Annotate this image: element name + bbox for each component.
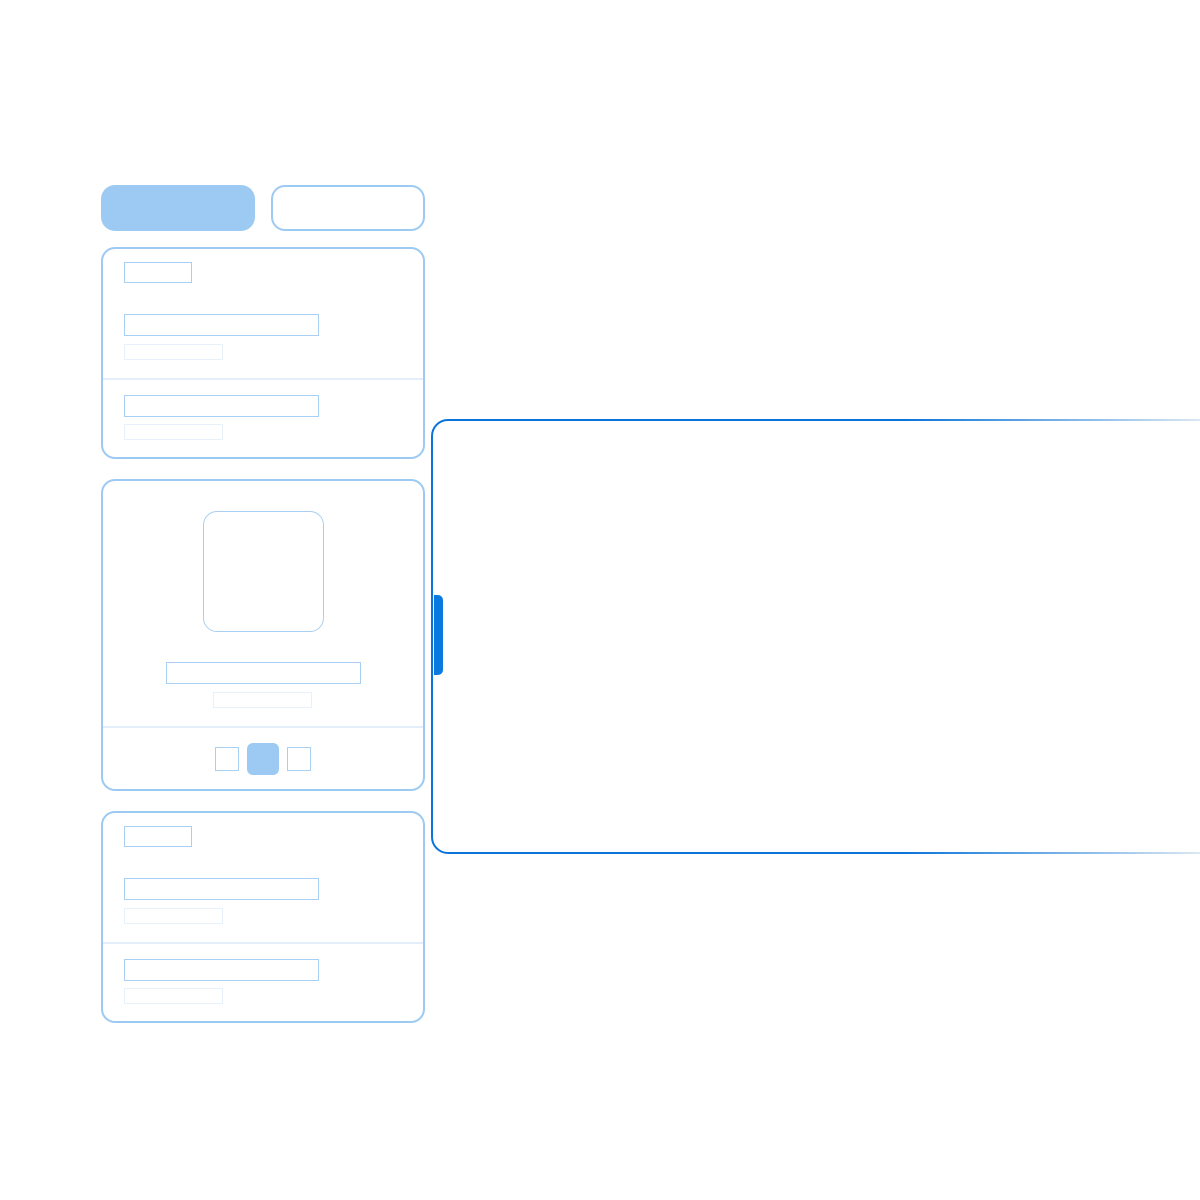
list-item-subtitle-placeholder: [124, 424, 223, 440]
detail-panel: [431, 419, 1200, 854]
list-item-title-placeholder[interactable]: [124, 959, 319, 981]
divider: [103, 726, 423, 728]
list-card-bottom: [101, 811, 425, 1023]
list-item-subtitle-placeholder: [124, 344, 223, 360]
divider: [103, 942, 423, 944]
list-item-title-placeholder[interactable]: [124, 878, 319, 900]
list-item-title-placeholder[interactable]: [124, 395, 319, 417]
list-item-subtitle-placeholder: [124, 988, 223, 1004]
page-button-2-active[interactable]: [247, 743, 279, 775]
carousel-card: [101, 479, 425, 791]
page-button-1[interactable]: [215, 747, 239, 771]
card-label-placeholder: [124, 262, 192, 283]
divider: [103, 378, 423, 380]
page-button-3[interactable]: [287, 747, 311, 771]
list-item-title-placeholder[interactable]: [124, 314, 319, 336]
tab-active[interactable]: [101, 185, 255, 231]
item-subtitle-placeholder: [213, 692, 312, 708]
tab-inactive[interactable]: [271, 185, 425, 231]
item-title-placeholder: [166, 662, 361, 684]
list-item-subtitle-placeholder: [124, 908, 223, 924]
image-placeholder: [203, 511, 324, 632]
list-card-top: [101, 247, 425, 459]
resize-handle[interactable]: [434, 595, 443, 675]
card-label-placeholder: [124, 826, 192, 847]
